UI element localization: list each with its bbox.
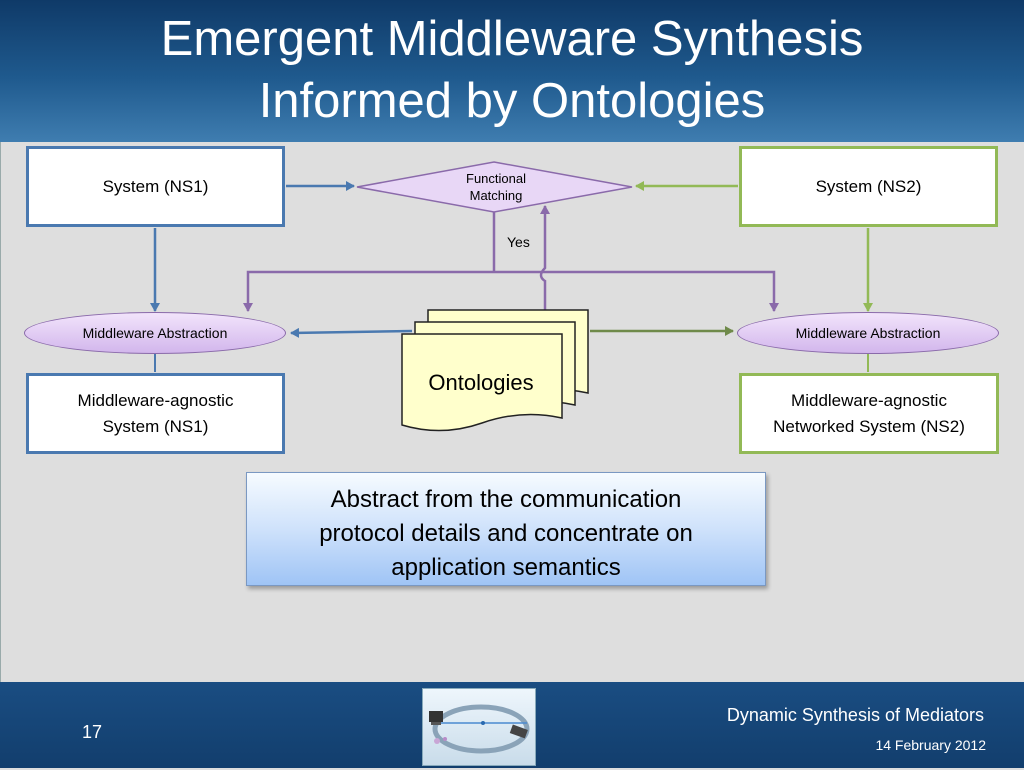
ontologies-label: Ontologies [428, 370, 534, 395]
note-line-2: protocol details and concentrate on [319, 520, 693, 547]
title-line-1: Emergent Middleware Synthesis [160, 12, 864, 66]
slide-title: Emergent Middleware Synthesis Informed b… [0, 8, 1024, 132]
functional-matching-line-1: Functional [466, 171, 526, 186]
middleware-abstraction-left: Middleware Abstraction [24, 312, 286, 354]
system-ns1-box: System (NS1) [26, 146, 285, 227]
abstraction-note: Abstract from the communication protocol… [246, 472, 766, 586]
arrow-ontologies-to-matching [539, 205, 550, 312]
slide-header [0, 0, 1024, 142]
system-ns2-box: System (NS2) [739, 146, 998, 227]
note-line-3: application semantics [391, 554, 621, 581]
middleware-abstraction-left-label: Middleware Abstraction [82, 325, 228, 341]
functional-matching-line-2: Matching [469, 188, 523, 203]
agnostic-ns1-box: Middleware-agnostic System (NS1) [26, 373, 285, 454]
footer-date: 14 February 2012 [875, 737, 986, 753]
footer-logo-image [422, 688, 536, 766]
ontology-document-front [401, 333, 563, 432]
footer-title: Dynamic Synthesis of Mediators [726, 705, 984, 725]
title-line-2: Informed by Ontologies [258, 74, 766, 128]
arrow-ontologies-to-left-abstraction [290, 327, 413, 338]
functional-matching-diamond [356, 161, 633, 213]
system-ns1-label: System (NS1) [102, 176, 209, 196]
system-ns2-label: System (NS2) [815, 176, 922, 196]
middleware-abstraction-right: Middleware Abstraction [737, 312, 999, 354]
agnostic-ns2-box: Middleware-agnostic Networked System (NS… [739, 373, 999, 454]
agnostic-ns2-line-1: Middleware-agnostic [791, 390, 947, 410]
arrow-yes-to-left-abstraction [243, 270, 494, 312]
note-line-1: Abstract from the communication [330, 486, 682, 513]
agnostic-ns1-line-2: System (NS1) [102, 416, 209, 436]
yes-label: Yes [507, 234, 530, 250]
network-illustration-icon [429, 704, 530, 754]
arrow-yes-to-right-abstraction [494, 270, 779, 312]
middleware-abstraction-right-label: Middleware Abstraction [795, 325, 941, 341]
functional-matching-label: Functional Matching [446, 170, 546, 204]
agnostic-ns2-line-2: Networked System (NS2) [773, 416, 965, 436]
agnostic-ns1-line-1: Middleware-agnostic [77, 390, 234, 410]
page-number: 17 [82, 722, 103, 742]
